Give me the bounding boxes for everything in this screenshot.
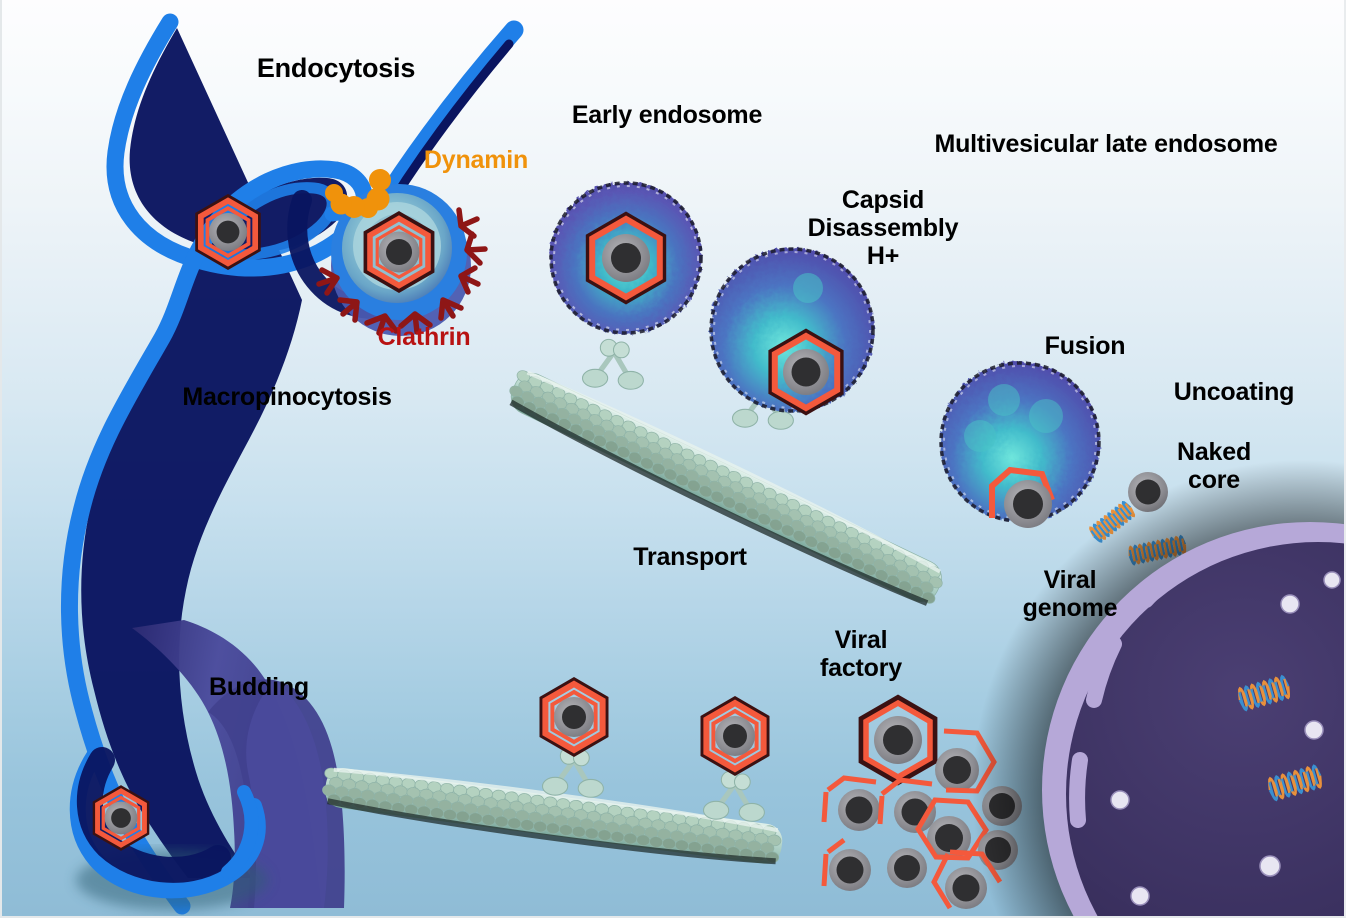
assembling-core (877, 777, 936, 833)
assembling-core (821, 838, 871, 891)
label-viral-genome: Viral genome (1022, 566, 1118, 622)
label-budding: Budding (209, 673, 309, 701)
label-uncoating: Uncoating (1173, 378, 1295, 406)
label-early-endosome: Early endosome (571, 101, 763, 129)
microtubule-upper (509, 339, 943, 606)
label-fusion: Fusion (1044, 332, 1126, 360)
label-dynamin: Dynamin (423, 146, 529, 174)
assembling-core (915, 797, 989, 861)
label-clathrin: Clathrin (377, 323, 471, 351)
label-capsid-disassembly: Capsid Disassembly H+ (807, 186, 959, 270)
membrane-sheet-lower (69, 620, 345, 910)
clathrin-coated-vesicle (316, 184, 488, 336)
multivesicular-late-endosome (709, 247, 875, 416)
label-multivesicular-late-endosome: Multivesicular late endosome (934, 130, 1278, 158)
microtubule-lower (322, 681, 783, 865)
label-transport: Transport (633, 543, 747, 571)
assembling-core (935, 728, 997, 794)
label-macropinocytosis: Macropinocytosis (182, 383, 392, 411)
label-endocytosis: Endocytosis (256, 53, 416, 83)
fusion-endosome (939, 361, 1101, 528)
nucleus (972, 460, 1344, 916)
assembling-core (821, 775, 880, 831)
assembling-core (887, 848, 927, 888)
label-viral-factory: Viral factory (820, 626, 902, 682)
label-naked-core: Naked core (1176, 438, 1252, 494)
dynamin-collar (325, 169, 391, 218)
early-endosome (549, 181, 703, 335)
